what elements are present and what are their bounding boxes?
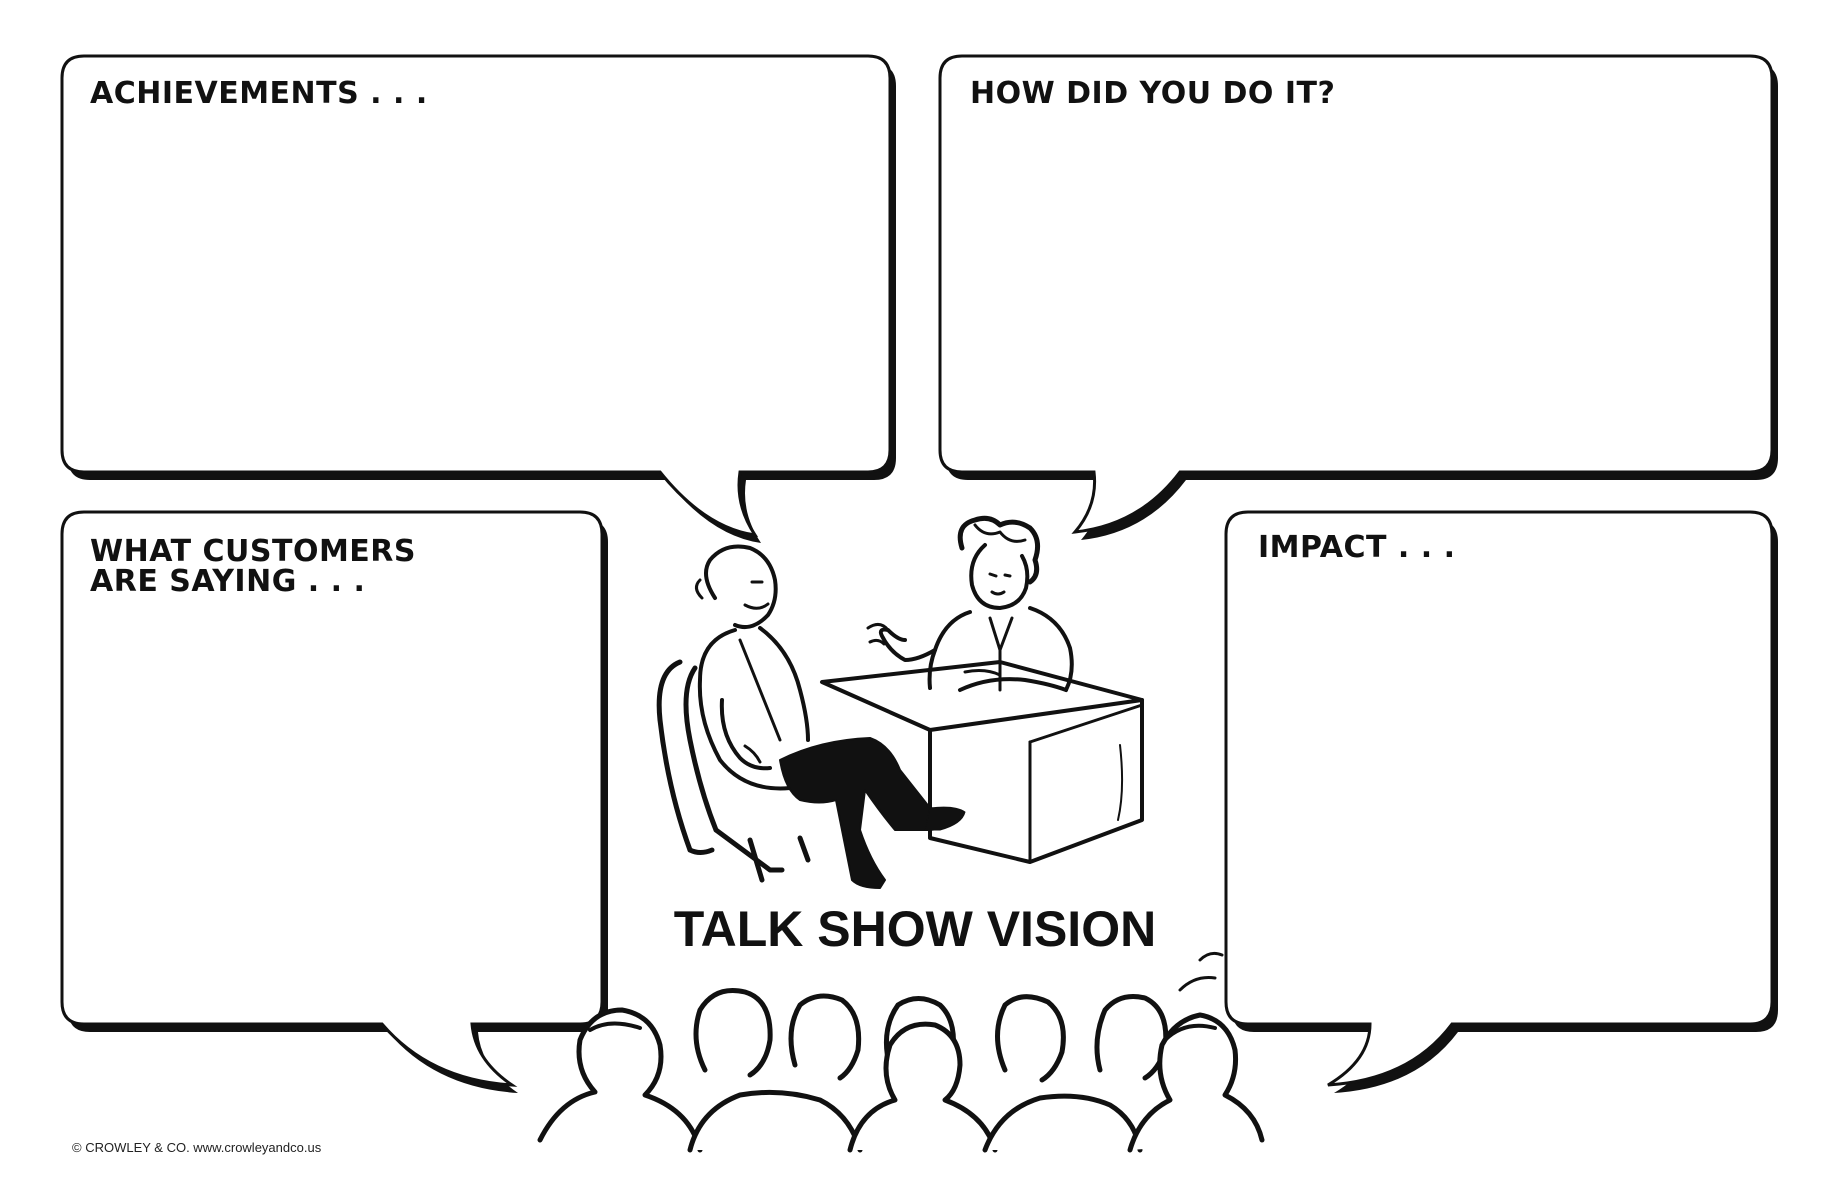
customers-bubble — [60, 510, 608, 1093]
copyright-credit: © CROWLEY & CO. www.crowleyandco.us — [72, 1140, 322, 1155]
guest-figure — [695, 544, 966, 889]
audience-drawing — [537, 951, 1265, 1153]
how-label: HOW DID YOU DO IT? — [970, 76, 1336, 111]
impact-bubble — [1224, 510, 1778, 1093]
impact-label: IMPACT . . . — [1258, 530, 1456, 565]
customers-label-line1: WHAT CUSTOMERS — [90, 534, 416, 569]
achievements-bubble — [60, 54, 896, 543]
achievements-label: ACHIEVEMENTS . . . — [90, 76, 428, 111]
how-bubble — [938, 54, 1778, 540]
page-title: TALK SHOW VISION — [673, 901, 1157, 957]
desk-drawing — [820, 660, 1144, 864]
customers-label-line2: ARE SAYING . . . — [90, 564, 366, 599]
host-figure — [866, 515, 1074, 692]
chair-drawing — [656, 659, 811, 883]
